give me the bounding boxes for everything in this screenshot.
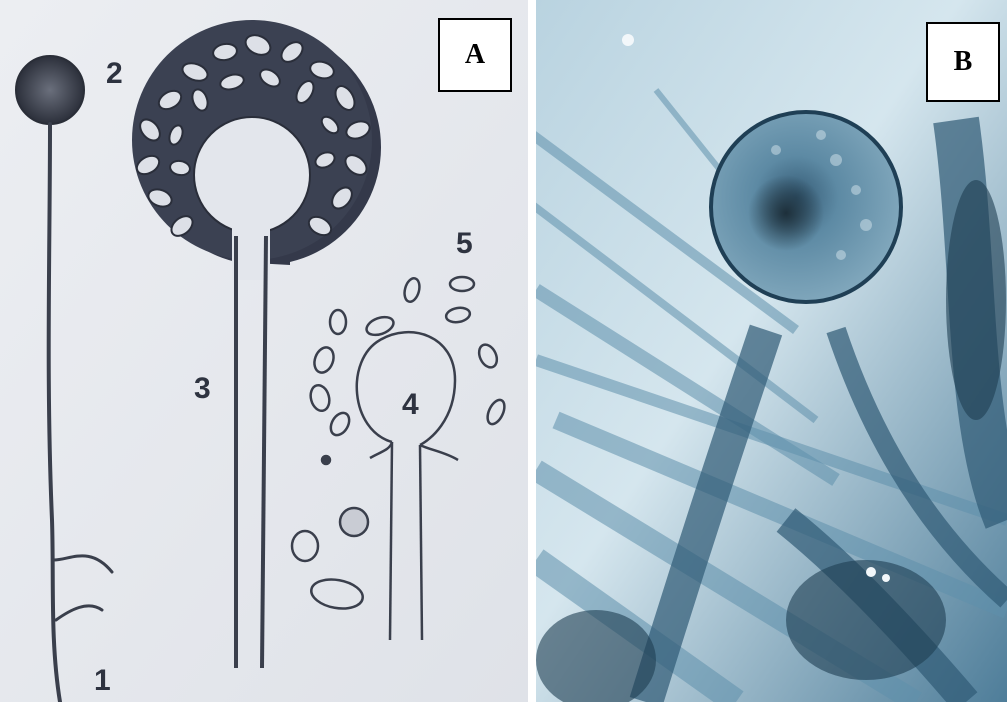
label-3: 3: [194, 372, 211, 405]
panel-a-drawing: 2 1 3 4 5 A: [0, 0, 528, 702]
panel-b-micrograph: B: [536, 0, 1007, 702]
small-sporangium: [16, 56, 84, 124]
label-5: 5: [456, 227, 473, 260]
panel-b-tag: B: [926, 22, 1000, 102]
panel-a-tag: A: [438, 18, 512, 92]
label-1: 1: [94, 664, 111, 697]
label-4: 4: [402, 388, 419, 421]
label-2: 2: [106, 57, 123, 90]
sporangium-schematic: 2 1 3 4 5: [0, 0, 528, 702]
sporangium-micrograph: [536, 0, 1007, 702]
